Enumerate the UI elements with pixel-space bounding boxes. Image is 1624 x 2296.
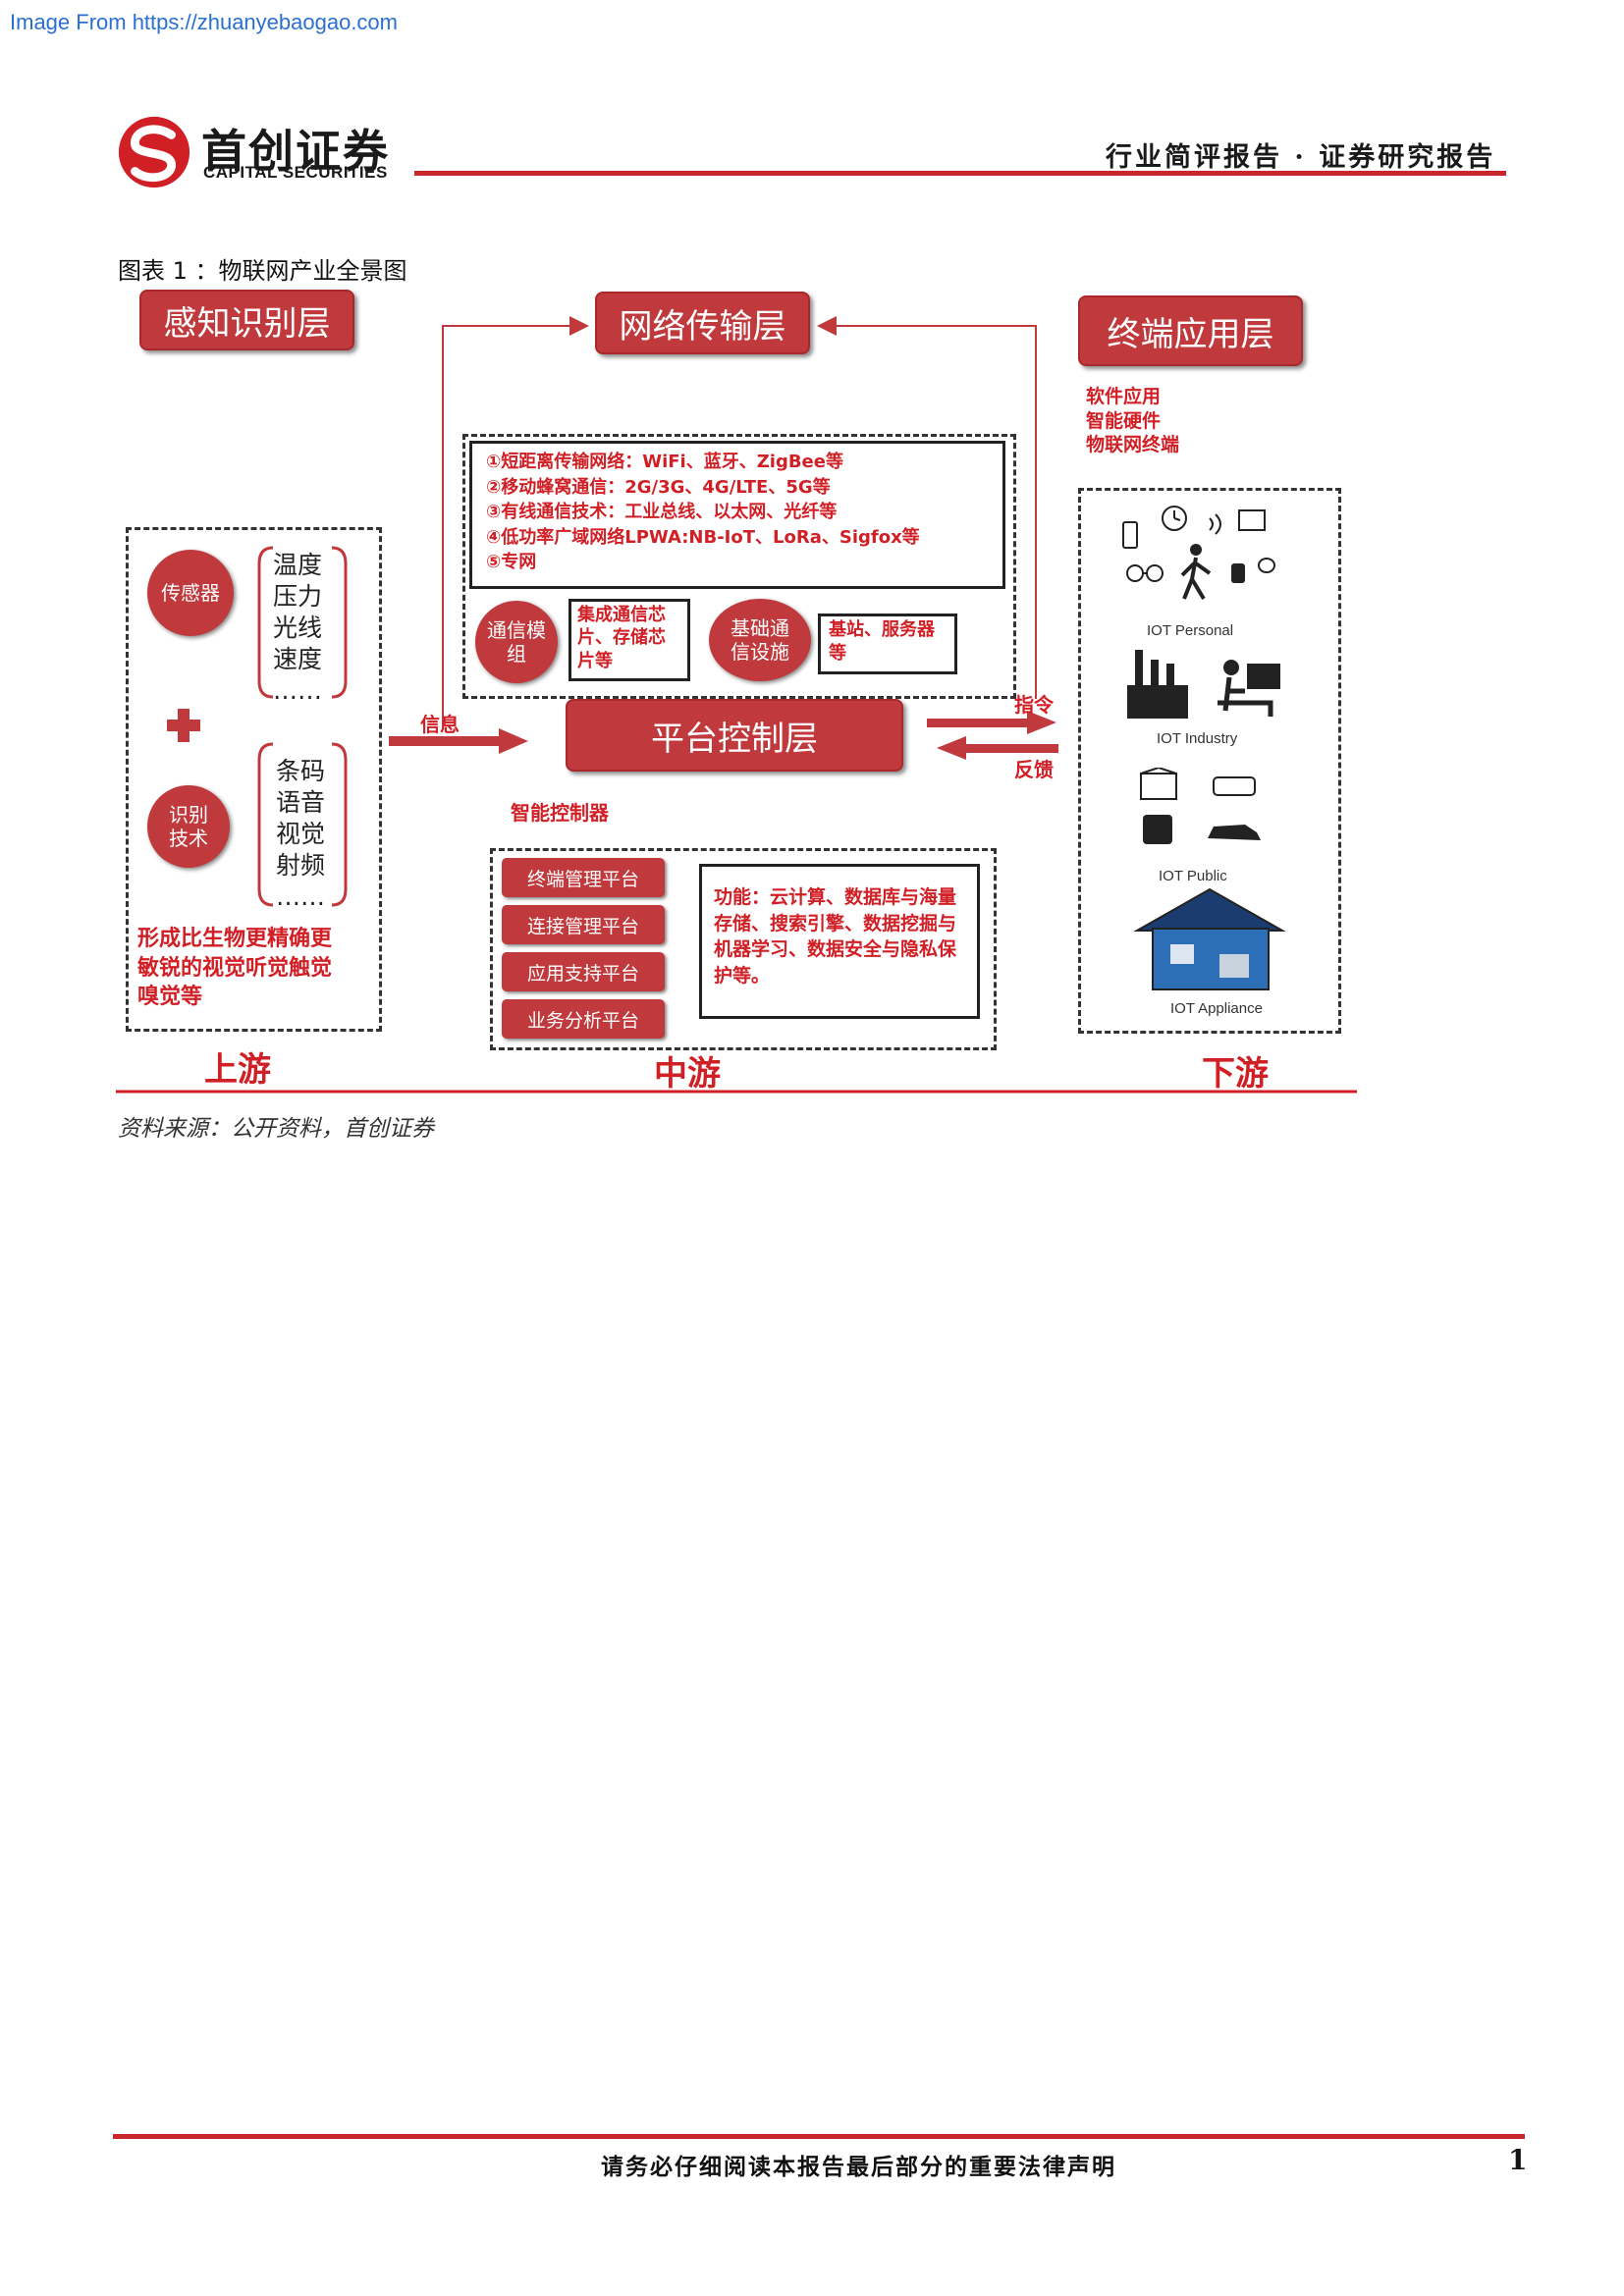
logo-icon bbox=[118, 116, 190, 188]
feedback-label: 反馈 bbox=[1014, 758, 1054, 781]
stage-midstream: 中游 bbox=[654, 1054, 721, 1094]
network-region bbox=[462, 434, 1016, 699]
recognition-item: …… bbox=[276, 882, 325, 911]
iot-public-icons bbox=[1140, 768, 1261, 844]
page-number: 1 bbox=[1508, 2144, 1528, 2176]
terminal-item: 物联网终端 bbox=[1086, 434, 1180, 456]
network-item-2: ②移动蜂窝通信：2G/3G、4G/LTE、5G等 bbox=[486, 476, 831, 498]
sensor-item: 压力 bbox=[273, 582, 323, 611]
recognition-item: 条码 bbox=[276, 757, 326, 785]
iot-appliance-icon bbox=[1133, 887, 1286, 990]
chips-box: 集成通信芯片、存储芯片等 bbox=[568, 599, 690, 681]
sensor-circle: 传感器 bbox=[147, 550, 234, 636]
stage-downstream: 下游 bbox=[1202, 1054, 1269, 1094]
source-note: 资料来源：公开资料，首创证券 bbox=[118, 1116, 434, 1142]
functions-box: 功能：云计算、数据库与海量存储、搜索引擎、数据挖掘与机器学习、数据安全与隐私保护… bbox=[699, 864, 980, 1019]
recognition-items: 条码 语音 视觉 射频 …… bbox=[276, 756, 325, 913]
diagram-connectors bbox=[116, 316, 1357, 1094]
recognition-item: 射频 bbox=[276, 851, 326, 880]
plus-icon bbox=[167, 709, 200, 742]
layer-terminal: 终端应用层 bbox=[1078, 295, 1303, 366]
header-divider bbox=[414, 171, 1506, 176]
terminal-item: 智能硬件 bbox=[1086, 409, 1162, 432]
upstream-note: 形成比生物更精确更敏锐的视觉听觉触觉嗅觉等 bbox=[137, 927, 333, 1010]
platform-item-4: 业务分析平台 bbox=[502, 999, 665, 1039]
layer-network: 网络传输层 bbox=[595, 292, 810, 354]
layer-perception: 感知识别层 bbox=[139, 290, 354, 350]
platform-item-3: 应用支持平台 bbox=[502, 952, 665, 991]
recognition-item: 语音 bbox=[276, 788, 326, 817]
network-item-5: ⑤专网 bbox=[486, 552, 537, 573]
report-type-title: 行业简评报告 · 证券研究报告 bbox=[1106, 142, 1496, 173]
iot-personal-label: IOT Personal bbox=[1147, 622, 1234, 639]
figure-caption: 图表 1 ：物联网产业全景图 bbox=[118, 257, 407, 285]
platform-item-2: 连接管理平台 bbox=[502, 905, 665, 944]
comm-module-circle: 通信模组 bbox=[475, 601, 558, 683]
recognition-circle: 识别技术 bbox=[147, 785, 230, 868]
watermark-link[interactable]: Image From https://zhuanyebaogao.com bbox=[10, 10, 398, 34]
sensor-item: 速度 bbox=[273, 645, 323, 673]
downstream-region bbox=[1078, 488, 1341, 1034]
infra-circle: 基础通信设施 bbox=[709, 599, 811, 681]
command-label: 指令 bbox=[1014, 693, 1054, 717]
info-label: 信息 bbox=[420, 713, 460, 736]
midstream-region bbox=[490, 848, 997, 1050]
iot-public-label: IOT Public bbox=[1159, 868, 1227, 884]
sensor-item: …… bbox=[273, 676, 322, 705]
logo-chinese-name: 首创证券 bbox=[201, 125, 390, 178]
recognition-item: 视觉 bbox=[276, 820, 326, 848]
sensor-bracket bbox=[257, 546, 348, 699]
legal-notice: 请务必仔细阅读本报告最后部分的重要法律声明 bbox=[601, 2154, 1116, 2180]
iot-appliance-label: IOT Appliance bbox=[1170, 1000, 1263, 1017]
iot-personal-icons bbox=[1122, 506, 1275, 601]
smart-controller-label: 智能控制器 bbox=[511, 801, 609, 825]
stations-box: 基站、服务器等 bbox=[818, 614, 957, 674]
sensor-item: 光线 bbox=[273, 614, 323, 642]
terminal-list: 软件应用 智能硬件 物联网终端 bbox=[1086, 385, 1179, 457]
logo-english-name: CAPITAL SECURITIES bbox=[203, 163, 388, 182]
network-item-1: ①短距离传输网络：WiFi、蓝牙、ZigBee等 bbox=[486, 452, 843, 472]
recognition-bracket bbox=[257, 742, 348, 907]
sensor-items: 温度 压力 光线 速度 …… bbox=[273, 550, 322, 707]
layer-platform: 平台控制层 bbox=[566, 699, 903, 772]
platform-item-1: 终端管理平台 bbox=[502, 858, 665, 897]
terminal-item: 软件应用 bbox=[1086, 386, 1162, 407]
stage-upstream: 上游 bbox=[204, 1050, 271, 1090]
network-item-3: ③有线通信技术：工业总线、以太网、光纤等 bbox=[486, 502, 838, 523]
iot-industry-icons bbox=[1127, 650, 1280, 719]
footer-divider bbox=[113, 2134, 1525, 2139]
upstream-region bbox=[126, 527, 382, 1032]
sensor-item: 温度 bbox=[273, 551, 323, 579]
iot-industry-label: IOT Industry bbox=[1157, 730, 1238, 747]
network-list-box: ①短距离传输网络：WiFi、蓝牙、ZigBee等 ②移动蜂窝通信：2G/3G、4… bbox=[469, 441, 1005, 589]
network-item-4: ④低功率广域网络LPWA:NB-IoT、LoRa、Sigfox等 bbox=[486, 526, 920, 548]
iot-diagram: 感知识别层 网络传输层 终端应用层 ①短距离传输网络：WiFi、蓝牙、ZigBe… bbox=[116, 287, 1363, 1096]
